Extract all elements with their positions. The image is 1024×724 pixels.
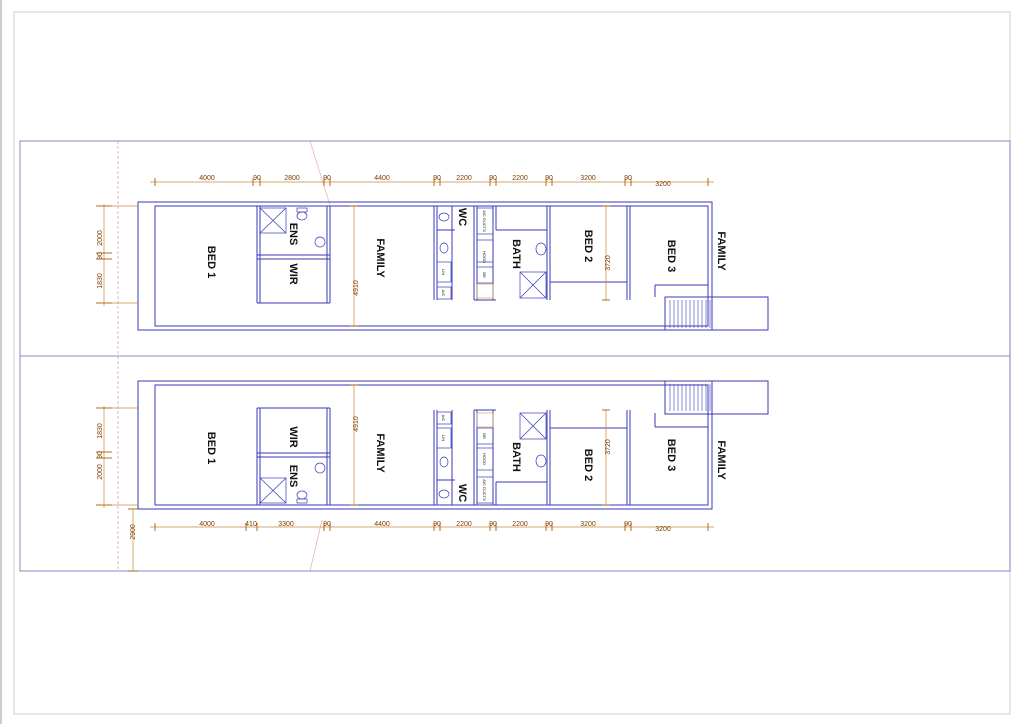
top-vdim-0: 2000 [97, 230, 104, 246]
top-stairs [669, 300, 711, 328]
bottom-br-label: BR [482, 433, 487, 439]
top-dim-4: 4400 [374, 175, 390, 182]
bottom-ac-label: A/C [441, 415, 446, 422]
bottom-bed3-label: BED 3 [665, 439, 677, 471]
bottom-bed2-dim: 3720 [605, 439, 612, 455]
bottom-dim-12: 3200 [655, 526, 671, 533]
bottom-family-label: FAMILY [374, 433, 386, 473]
bottom-vertical-dimensions: 1830 90 2000 2900 [96, 406, 138, 572]
bottom-wc-label: WC [456, 484, 468, 502]
top-vertical-dimensions: 2000 90 1830 [96, 204, 138, 306]
top-family-label: FAMILY [374, 238, 386, 278]
top-vdim-2: 1830 [97, 273, 104, 289]
top-hood-label: HOOD [482, 251, 487, 263]
top-dim-5: 90 [433, 175, 441, 182]
top-dim-1: 90 [253, 175, 261, 182]
top-ac-ducts-label: A/C DUCTS [482, 210, 487, 232]
bottom-ac-ducts-label: A/C DUCTS [482, 479, 487, 501]
top-vdim-1: 90 [97, 252, 104, 260]
bottom-horizontal-dimensions: 4000 410 3300 90 4400 90 2200 90 2200 90… [150, 521, 714, 533]
top-ac-label: A/C [441, 290, 446, 297]
bottom-ens-label: ENS [287, 465, 299, 488]
top-dim-0: 4000 [199, 175, 215, 182]
bottom-bath-label: BATH [510, 442, 522, 472]
bottom-lin-label: LIN [441, 435, 446, 441]
bottom-dim-11: 90 [624, 521, 632, 528]
bottom-dim-2: 3300 [278, 521, 294, 528]
top-bath-label: BATH [510, 239, 522, 269]
bottom-bed2-label: BED 2 [582, 449, 594, 481]
top-bed1-label: BED 1 [205, 246, 217, 278]
top-wc-label: WC [456, 208, 468, 226]
top-dim-9: 90 [545, 175, 553, 182]
top-br-label: BR [482, 272, 487, 278]
top-ens-label: ENS [287, 223, 299, 246]
bottom-dim-4: 4400 [374, 521, 390, 528]
bottom-vdim-2: 2000 [97, 464, 104, 480]
top-family-dim: 4910 [353, 280, 360, 296]
bottom-setback-dim: 2900 [130, 524, 137, 540]
top-bed2-label: BED 2 [582, 230, 594, 262]
bottom-stairs [669, 384, 711, 411]
top-dim-11: 90 [624, 175, 632, 182]
site-boundary [19, 140, 1011, 572]
top-bed2-dim: 3720 [605, 255, 612, 271]
bottom-dim-8: 2200 [512, 521, 528, 528]
bottom-family-rear-label: FAMILY [715, 440, 727, 480]
top-dim-12: 3200 [655, 181, 671, 188]
bottom-dim-10: 3200 [580, 521, 596, 528]
bottom-dim-9: 90 [545, 521, 553, 528]
top-fixtures [259, 207, 547, 300]
top-dim-3: 90 [323, 175, 331, 182]
bottom-fixtures [259, 411, 547, 504]
bottom-dim-7: 90 [489, 521, 497, 528]
top-dim-8: 2200 [512, 175, 528, 182]
bottom-wir-label: WIR [287, 426, 299, 447]
bottom-vdim-1: 90 [97, 451, 104, 459]
top-horizontal-dimensions: 4000 90 2800 90 4400 90 2200 90 2200 90 … [150, 175, 714, 188]
bottom-family-dim: 4910 [353, 416, 360, 432]
bottom-dim-5: 90 [433, 521, 441, 528]
bottom-hood-label: HOOD [482, 453, 487, 465]
top-wir-label: WIR [287, 263, 299, 284]
top-dim-6: 2200 [456, 175, 472, 182]
bottom-unit: BED 1 WIR ENS FAMILY WC BATH BED 2 BED 3… [96, 380, 769, 572]
bottom-vdim-0: 1830 [97, 423, 104, 439]
top-dim-7: 90 [489, 175, 497, 182]
bottom-dim-1: 410 [245, 521, 257, 528]
bottom-dim-3: 90 [323, 521, 331, 528]
top-bed3-label: BED 3 [665, 240, 677, 272]
bottom-bed1-label: BED 1 [205, 432, 217, 464]
top-lin-label: LIN [441, 269, 446, 275]
bottom-dim-6: 2200 [456, 521, 472, 528]
bottom-dim-0: 4000 [199, 521, 215, 528]
sheet-frame [13, 11, 1011, 715]
top-dim-10: 3200 [580, 175, 596, 182]
top-family-rear-label: FAMILY [715, 231, 727, 271]
top-dim-2: 2800 [284, 175, 300, 182]
top-unit: BED 1 ENS WIR FAMILY WC BATH BED 2 BED 3… [96, 175, 769, 331]
